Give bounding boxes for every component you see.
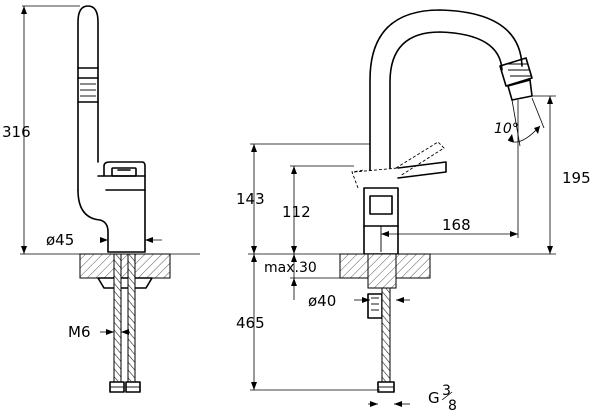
max-30-label: max.30 bbox=[264, 260, 317, 276]
dim-m6: M6 bbox=[68, 323, 130, 341]
length-465-label: 465 bbox=[236, 314, 265, 332]
diameter-45-label: ø45 bbox=[46, 231, 74, 249]
dim-316: 316 bbox=[2, 5, 80, 254]
side-lever bbox=[103, 161, 146, 191]
connection-denominator: 8 bbox=[448, 398, 457, 414]
front-view: 143 112 168 195 bbox=[236, 9, 591, 414]
front-hoses bbox=[367, 253, 397, 393]
side-spout bbox=[77, 5, 99, 191]
dim-g-3-8: G 3 8 bbox=[368, 383, 457, 414]
dim-angle-10: 10° bbox=[494, 97, 545, 147]
front-body bbox=[363, 187, 399, 255]
dim-max-30: max.30 bbox=[264, 254, 340, 300]
side-view: 316 ø45 M6 bbox=[2, 5, 200, 393]
side-body bbox=[77, 175, 146, 253]
side-hoses bbox=[109, 253, 141, 393]
reach-168-label: 168 bbox=[442, 216, 471, 234]
connection-numerator: 3 bbox=[442, 383, 451, 399]
dim-143: 143 bbox=[236, 143, 370, 254]
height-195-label: 195 bbox=[562, 169, 591, 187]
front-counter bbox=[339, 253, 431, 279]
dim-diameter-40: ø40 bbox=[308, 292, 410, 310]
side-aerator bbox=[77, 67, 99, 103]
diameter-40-label: ø40 bbox=[308, 292, 336, 310]
side-counter-hatch bbox=[79, 253, 171, 279]
thread-m6-label: M6 bbox=[68, 323, 91, 341]
side-flange bbox=[97, 277, 153, 289]
dim-465: 465 bbox=[236, 254, 380, 391]
connection-g-label: G bbox=[428, 389, 440, 407]
dim-195: 195 bbox=[532, 95, 591, 254]
front-spout bbox=[369, 9, 523, 171]
front-aerator bbox=[499, 57, 533, 101]
front-lever bbox=[351, 141, 447, 189]
height-112-label: 112 bbox=[282, 203, 311, 221]
dim-112: 112 bbox=[282, 165, 354, 254]
angle-10-label: 10° bbox=[494, 121, 519, 137]
height-143-label: 143 bbox=[236, 190, 265, 208]
height-316-label: 316 bbox=[2, 123, 31, 141]
dim-diameter-45: ø45 bbox=[46, 231, 162, 249]
dim-168: 168 bbox=[381, 100, 519, 238]
